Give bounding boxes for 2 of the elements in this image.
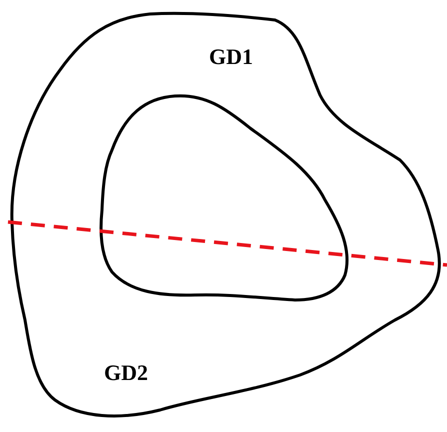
- region-label: GD2: [104, 362, 148, 384]
- region-label: GD1: [209, 46, 253, 68]
